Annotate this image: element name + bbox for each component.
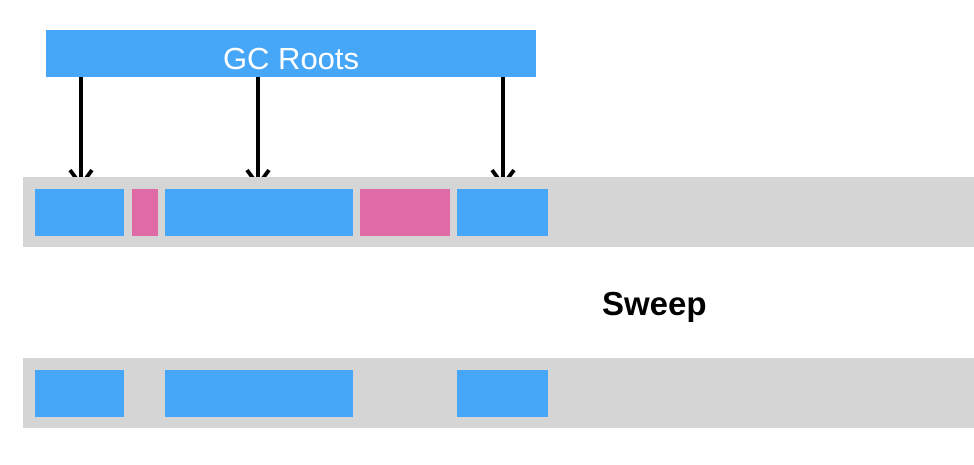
live-object-1 bbox=[35, 189, 124, 236]
arrow-to-object-1 bbox=[68, 77, 94, 189]
sweep-step-label: Sweep bbox=[602, 285, 707, 322]
live-object-1 bbox=[35, 370, 124, 417]
garbage-object-4 bbox=[360, 189, 450, 236]
gc-roots-label: GC Roots bbox=[222, 41, 360, 76]
gc-roots-box: GC Roots bbox=[46, 30, 536, 77]
garbage-object-2 bbox=[132, 189, 158, 236]
live-object-5 bbox=[457, 370, 548, 417]
heap-after-sweep bbox=[23, 358, 974, 428]
live-object-3 bbox=[165, 370, 353, 417]
arrow-to-object-5 bbox=[490, 77, 516, 189]
heap-before-sweep bbox=[23, 177, 974, 247]
live-object-3 bbox=[165, 189, 353, 236]
arrow-to-object-3 bbox=[245, 77, 271, 189]
live-object-5 bbox=[457, 189, 548, 236]
